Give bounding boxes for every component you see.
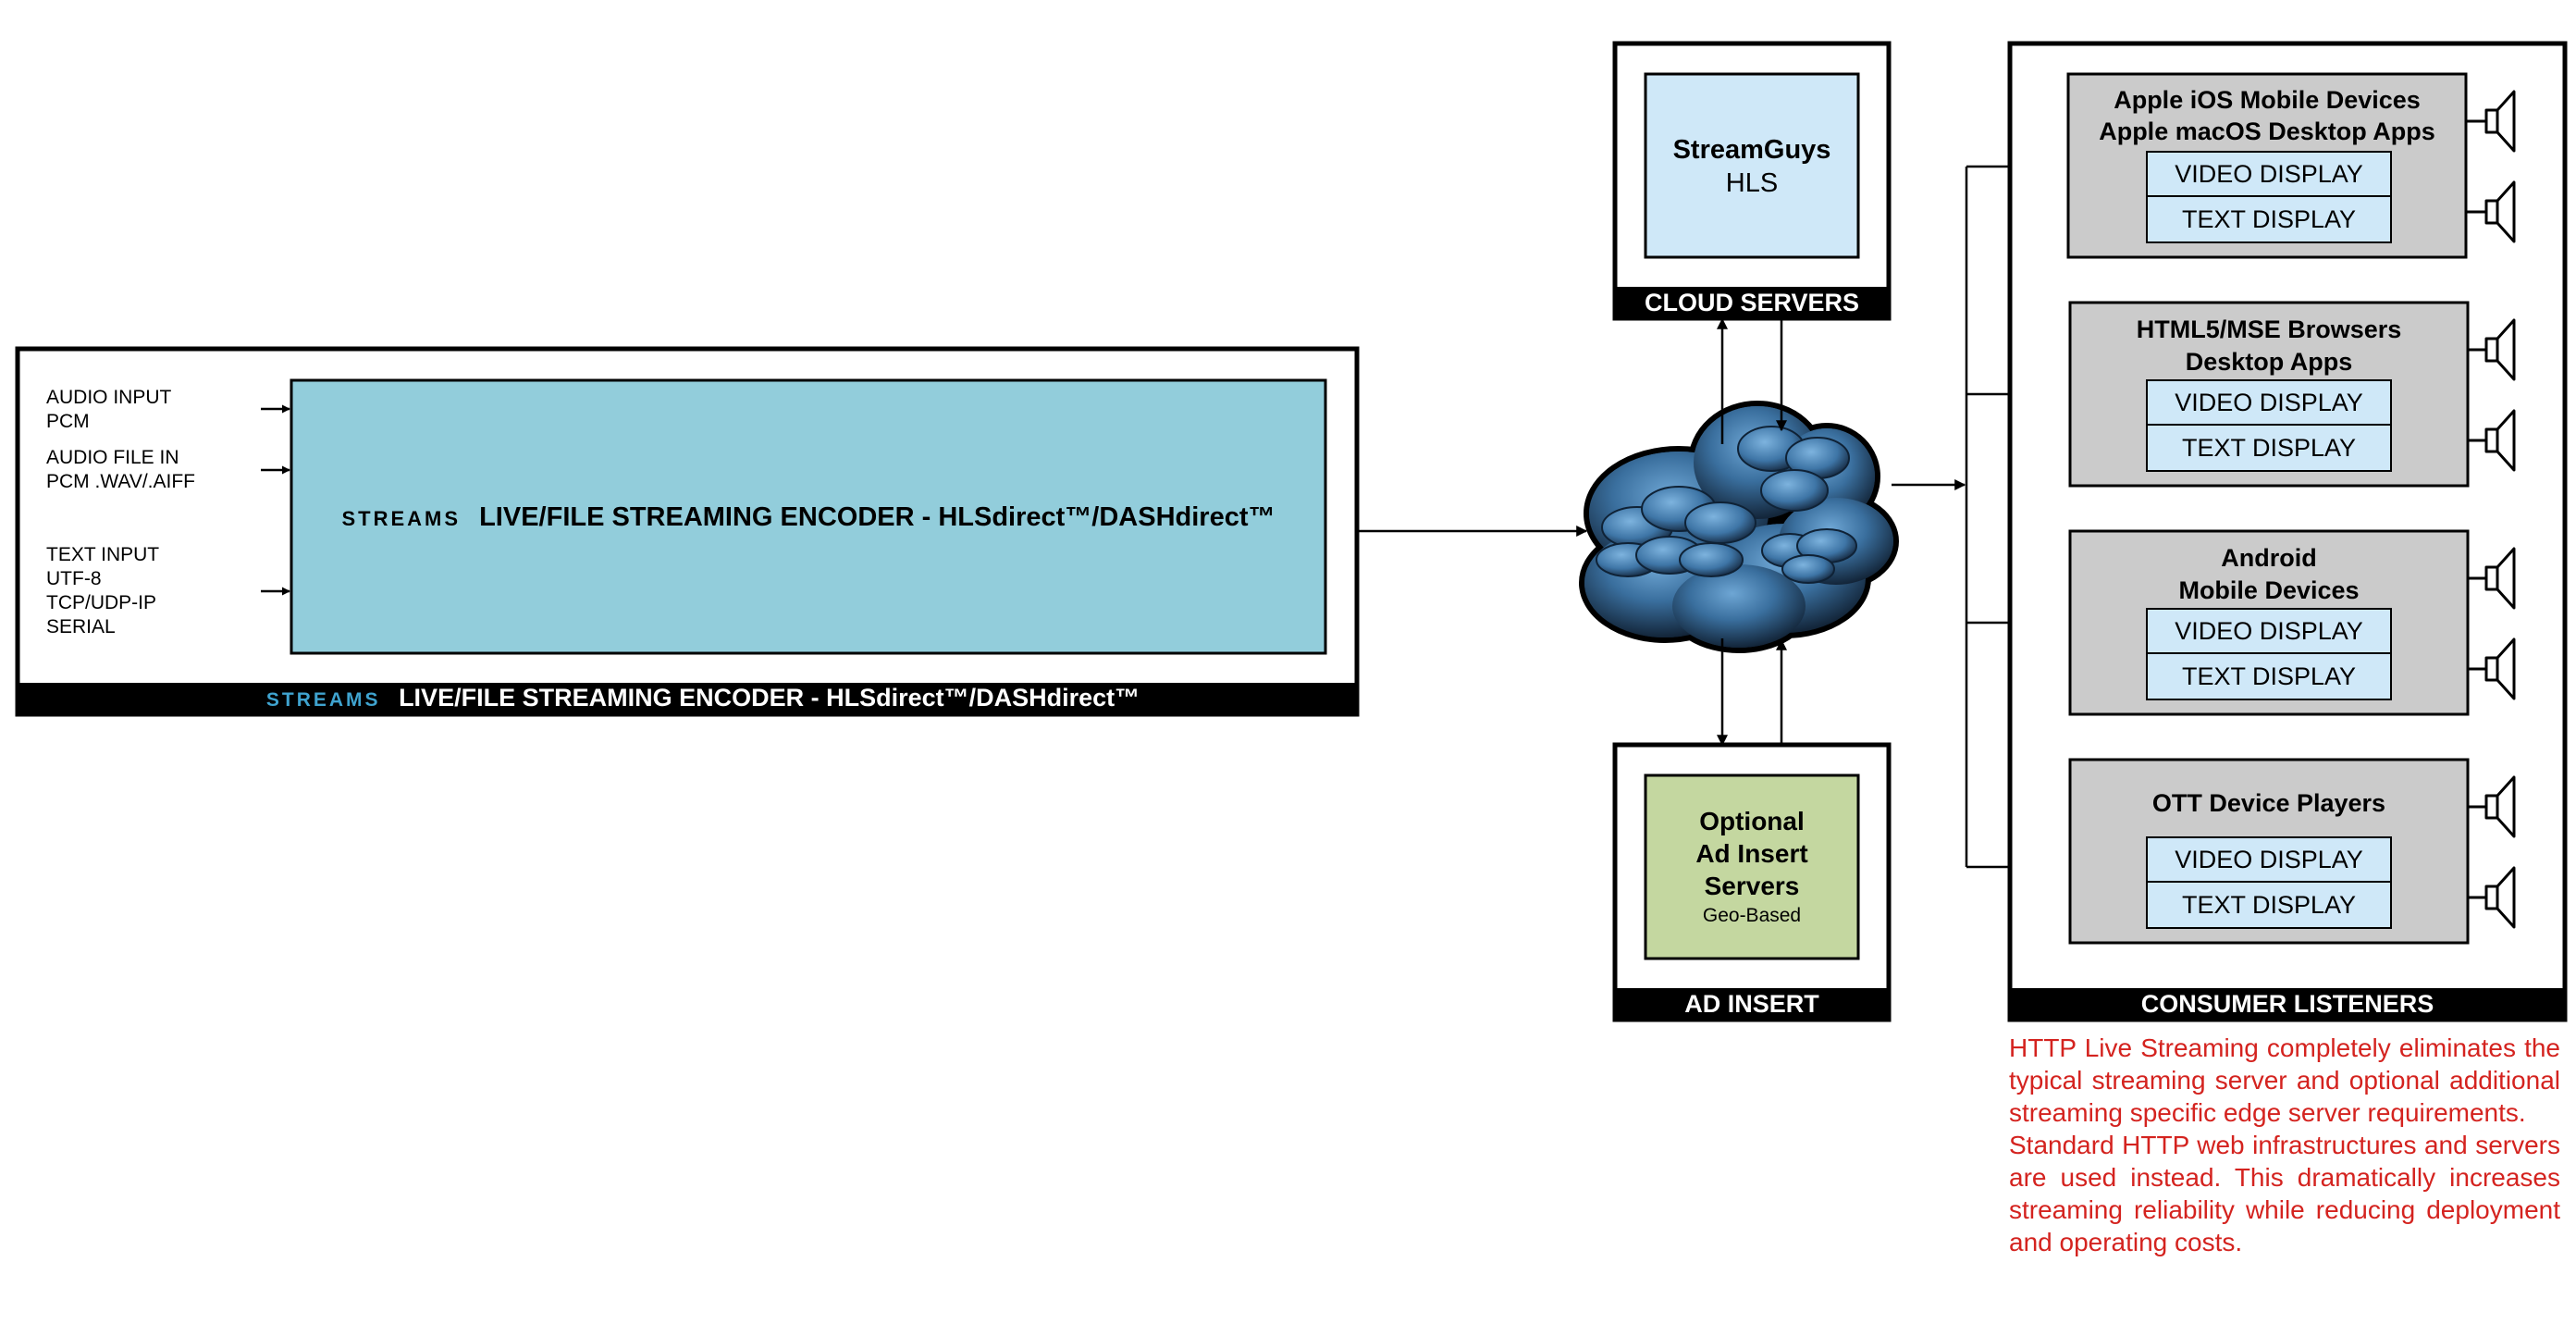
input-label-line: TEXT INPUT — [46, 544, 159, 565]
device-title-line: Android — [2221, 544, 2316, 572]
text-display-label: TEXT DISPLAY — [2182, 891, 2356, 919]
encoder-panel: STREAMS LIVE/FILE STREAMING ENCODER - HL… — [15, 346, 1360, 717]
device-ott: OTT Device Players VIDEO DISPLAY TEXT DI… — [2068, 758, 2470, 945]
ad-line: Optional — [1699, 807, 1805, 835]
ad-insert-footer-bar — [1615, 988, 1889, 1020]
encoder-brand: STREAMS — [341, 507, 461, 530]
encoder-title: STREAMS LIVE/FILE STREAMING ENCODER - HL… — [341, 502, 1275, 532]
ad-line: Ad Insert — [1695, 839, 1807, 868]
speaker-icon — [2484, 108, 2499, 134]
video-display — [2146, 151, 2392, 197]
text-display — [2146, 424, 2392, 472]
cloud-servers-panel: StreamGuys HLS CLOUD SERVERS — [1612, 41, 1892, 321]
device-title-line: Mobile Devices — [2178, 576, 2359, 604]
ad-insert-footer: AD INSERT — [1684, 990, 1819, 1018]
text-display-label: TEXT DISPLAY — [2182, 434, 2356, 462]
text-display — [2146, 881, 2392, 929]
server-name: StreamGuys — [1673, 135, 1831, 165]
input-label-line: AUDIO INPUT — [46, 387, 172, 408]
input-label-line: PCM .WAV/.AIFF — [46, 471, 195, 492]
note-paragraph: Standard HTTP web infrastructures and se… — [2009, 1131, 2560, 1256]
input-audio-pcm: AUDIO INPUT PCM — [46, 387, 290, 432]
speaker-icon — [2496, 547, 2516, 610]
ad-line: Servers — [1705, 872, 1800, 900]
speaker-icon — [2496, 180, 2516, 243]
streamguys-server-box — [1644, 72, 1860, 259]
encoder-body — [290, 378, 1327, 655]
video-display-label: VIDEO DISPLAY — [2175, 617, 2363, 645]
device-title-line: OTT Device Players — [2152, 789, 2385, 817]
video-display-label: VIDEO DISPLAY — [2175, 846, 2363, 873]
speaker-icon — [2484, 427, 2499, 453]
speaker-icon — [2484, 199, 2499, 225]
device-title-line: HTML5/MSE Browsers — [2137, 316, 2402, 343]
input-label-line: UTF-8 — [46, 568, 102, 589]
text-display-label: TEXT DISPLAY — [2182, 205, 2356, 233]
speaker-icon — [2496, 775, 2516, 838]
speaker-icon — [2496, 318, 2516, 381]
encoder-footer-title: LIVE/FILE STREAMING ENCODER - HLSdirect™… — [399, 684, 1140, 711]
device-html5: HTML5/MSE Browsers Desktop Apps VIDEO DI… — [2068, 301, 2470, 488]
speaker-icon — [2496, 637, 2516, 700]
input-label-line: PCM — [46, 411, 90, 432]
input-label-line: SERIAL — [46, 616, 116, 637]
hls-description-note: HTTP Live Streaming completely eliminate… — [2009, 1032, 2560, 1258]
device-title-line: Desktop Apps — [2186, 348, 2353, 376]
cloud-servers-footer: CLOUD SERVERS — [1645, 289, 1859, 316]
input-audio-file: AUDIO FILE IN PCM .WAV/.AIFF — [46, 447, 290, 492]
speaker-icon — [2484, 337, 2499, 363]
encoder-footer-bar — [18, 683, 1357, 714]
internet-cloud-icon — [1579, 401, 1899, 653]
note-paragraph: HTTP Live Streaming completely eliminate… — [2009, 1033, 2560, 1127]
video-display — [2146, 608, 2392, 654]
speaker-icon — [2484, 794, 2499, 820]
cloud-servers-footer-bar — [1615, 287, 1889, 318]
video-display-label: VIDEO DISPLAY — [2175, 160, 2363, 188]
input-text: TEXT INPUT UTF-8 TCP/UDP-IP SERIAL — [46, 544, 290, 637]
ad-sub: Geo-Based — [1703, 905, 1801, 926]
server-protocol: HLS — [1726, 168, 1778, 198]
ad-insert-panel: Optional Ad Insert Servers Geo-Based AD … — [1612, 742, 1892, 1022]
text-display — [2146, 195, 2392, 243]
ad-server-box — [1644, 773, 1860, 960]
input-label-line: TCP/UDP-IP — [46, 592, 156, 613]
input-label-line: AUDIO FILE IN — [46, 447, 179, 468]
text-display-label: TEXT DISPLAY — [2182, 662, 2356, 690]
speaker-icon — [2484, 656, 2499, 682]
speaker-icon — [2496, 866, 2516, 929]
video-display — [2146, 836, 2392, 883]
encoder-footer-brand: STREAMS — [266, 689, 381, 711]
device-android: Android Mobile Devices VIDEO DISPLAY TEX… — [2068, 529, 2470, 716]
encoder-title-text: LIVE/FILE STREAMING ENCODER - HLSdirect™… — [479, 502, 1275, 532]
encoder-footer: STREAMS LIVE/FILE STREAMING ENCODER - HL… — [266, 684, 1140, 711]
device-title-line: Apple macOS Desktop Apps — [2099, 118, 2435, 145]
device-title-line: Apple iOS Mobile Devices — [2114, 86, 2421, 114]
speaker-icon — [2484, 885, 2499, 910]
video-display-label: VIDEO DISPLAY — [2175, 389, 2363, 416]
consumers-footer-bar — [2010, 988, 2565, 1020]
speaker-icon — [2496, 409, 2516, 472]
consumers-footer: CONSUMER LISTENERS — [2141, 990, 2434, 1018]
speaker-icon — [2496, 90, 2516, 153]
device-apple: Apple iOS Mobile Devices Apple macOS Des… — [2066, 72, 2468, 259]
consumer-listeners-panel: CONSUMER LISTENERS Apple iOS Mobile Devi… — [2007, 41, 2568, 1022]
text-display — [2146, 652, 2392, 700]
speaker-icon — [2484, 565, 2499, 591]
